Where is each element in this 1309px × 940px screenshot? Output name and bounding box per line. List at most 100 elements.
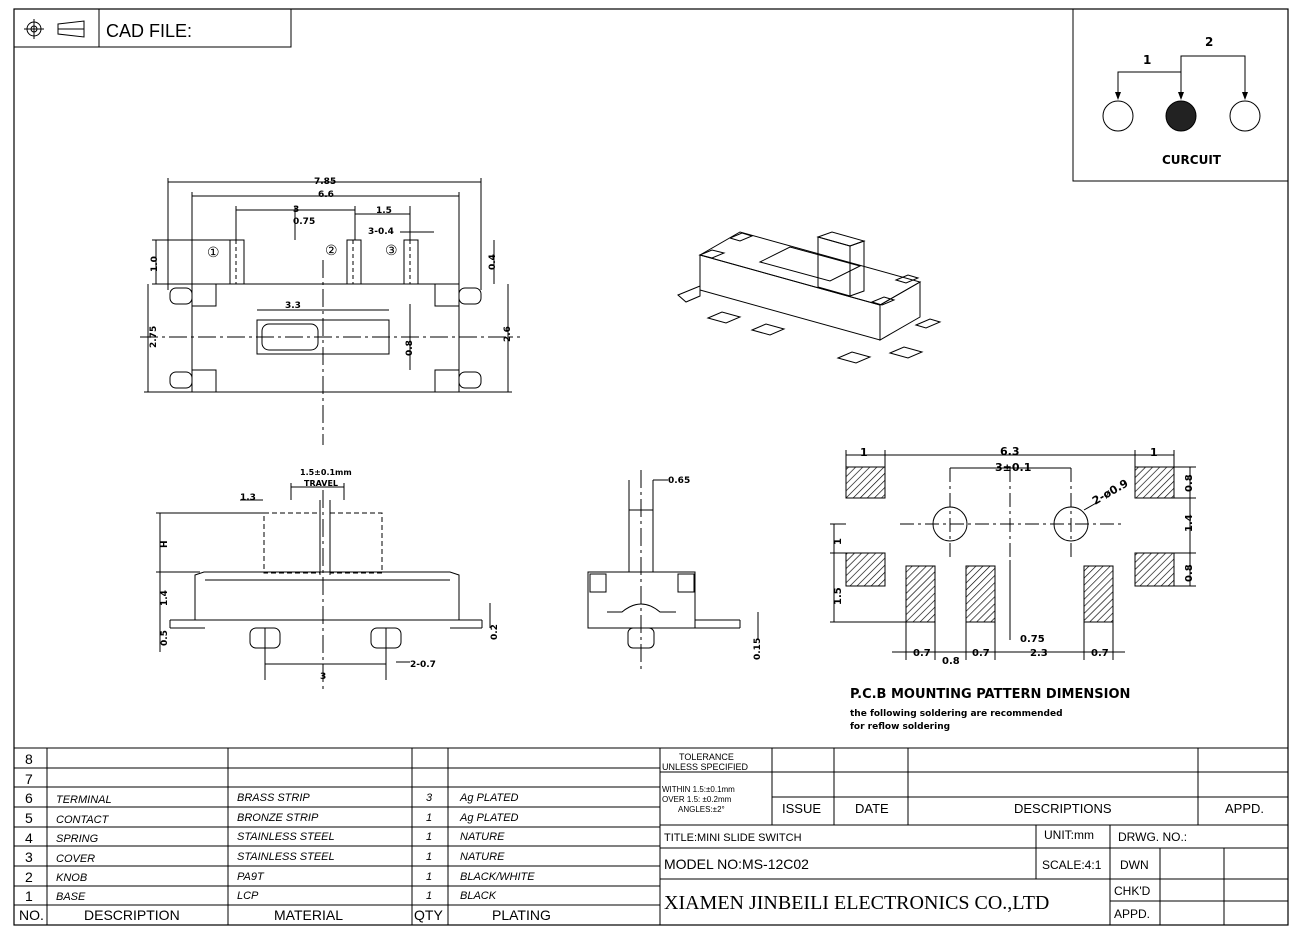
pcb-note-1: the following soldering are recommended <box>850 709 1063 719</box>
circuit-label: CURCUIT <box>1162 153 1222 167</box>
end-view-labels: 0.65 0.15 <box>668 476 763 660</box>
pcb-overall: 6.3 <box>1000 445 1020 458</box>
title-block <box>660 748 1288 925</box>
bom-row-mat: LCP <box>237 890 259 902</box>
model-number: MODEL NO:MS-12C02 <box>664 856 809 872</box>
pcb-pad-h-bottom: 0.8 <box>1184 564 1195 582</box>
pcb-row-offset: 1 <box>833 538 844 545</box>
bom-text: 8 7 6 TERMINAL BRASS STRIP 3 Ag PLATED 5… <box>19 751 551 923</box>
bom-row-qty: 3 <box>426 792 433 804</box>
circuit-contact-2 <box>1165 100 1197 132</box>
circuit-contact-3 <box>1229 100 1261 132</box>
bom-row-no: 8 <box>25 751 33 767</box>
sheet-border <box>13 8 1289 926</box>
pcb-pad-h-top: 0.8 <box>1184 474 1195 492</box>
descriptions-header: DESCRIPTIONS <box>1014 801 1112 816</box>
top-view-labels: 7.85 6.6 3 0.75 1.5 3-0.4 ① ② ③ 1.0 0.4 … <box>149 177 513 356</box>
projection-symbol-icon <box>24 19 85 39</box>
end-view <box>587 470 759 670</box>
pin-marker-1: ① <box>207 244 220 260</box>
dim-side-body-height: 1.4 <box>160 590 170 606</box>
isometric-view <box>677 231 942 364</box>
chkd-label: CHK'D <box>1114 884 1151 898</box>
side-view <box>156 483 491 690</box>
pcb-hole-dia: 2-ø0.9 <box>1090 477 1131 508</box>
scale-label: SCALE:4:1 <box>1042 858 1102 872</box>
top-view <box>140 178 520 445</box>
dim-terminal-height: 1.0 <box>150 256 160 272</box>
appd-header: APPD. <box>1225 801 1264 816</box>
tolerance-over: OVER 1.5: ±0.2mm <box>662 795 732 804</box>
pcb-hole-pitch: 3±0.1 <box>995 461 1031 474</box>
pcb-pad-height: 1.5 <box>833 587 844 605</box>
bom-row-desc: CONTACT <box>56 814 110 826</box>
dim-slot-length: 3.3 <box>285 301 301 311</box>
pcb-dim-6: 0.7 <box>1091 648 1109 659</box>
dwn-label: DWN <box>1120 858 1149 872</box>
dim-peg-diameter: 2-0.7 <box>410 660 436 670</box>
unit-label: UNIT:mm <box>1044 828 1094 842</box>
pcb-dim-5: 2.3 <box>1030 648 1048 659</box>
bom-row-qty: 1 <box>426 890 432 902</box>
dim-pitch: 3 <box>293 205 299 215</box>
bom-row-no: 1 <box>25 888 33 904</box>
pin-marker-2: ② <box>325 242 338 258</box>
side-view-labels: 1.5±0.1mm TRAVEL 1.3 H 1.4 0.5 0.2 2-0.7… <box>160 468 500 682</box>
bom-row-no: 3 <box>25 849 33 865</box>
dim-slot-width: 0.8 <box>405 340 415 356</box>
dim-stand-off: 0.5 <box>160 630 170 646</box>
dim-knob-height: H <box>160 540 170 548</box>
bom-row-plating: BLACK <box>460 890 497 902</box>
bom-row-qty: 1 <box>426 851 432 863</box>
circuit-diagram: 1 2 CURCUIT <box>1072 8 1289 182</box>
dim-body-width: 6.6 <box>318 190 334 200</box>
bom-row-desc: KNOB <box>56 872 87 884</box>
title-block-text: TOLERANCE UNLESS SPECIFIED WITHIN 1.5:±0… <box>662 752 1264 921</box>
bom-row-qty: 1 <box>426 831 432 843</box>
pin-marker-3: ③ <box>385 242 398 258</box>
pcb-pad-gap: 1.4 <box>1184 514 1195 532</box>
tolerance-label: TOLERANCE <box>679 752 734 762</box>
drawing-title: TITLE:MINI SLIDE SWITCH <box>664 832 802 844</box>
pcb-dim-4: 0.75 <box>1020 634 1045 645</box>
cad-header: CAD FILE: <box>13 8 292 48</box>
bom-row-plating: NATURE <box>460 851 505 863</box>
cad-file-label: CAD FILE: <box>106 21 192 41</box>
bom-row-mat: STAINLESS STEEL <box>237 831 335 843</box>
company-name: XIAMEN JINBEILI ELECTRONICS CO.,LTD <box>664 892 1049 914</box>
bom-row-mat: BRASS STRIP <box>237 792 310 804</box>
bom-row-desc: COVER <box>56 853 95 865</box>
bom-row-desc: SPRING <box>56 833 99 845</box>
pcb-dim-2: 0.8 <box>942 656 960 667</box>
pcb-dim-3: 0.7 <box>972 648 990 659</box>
dim-end-knob-width: 0.65 <box>668 476 690 486</box>
dim-travel-1: 1.5±0.1mm <box>300 468 352 477</box>
pcb-title: P.C.B MOUNTING PATTERN DIMENSION <box>850 687 1130 702</box>
bom-row-desc: BASE <box>56 891 86 903</box>
issue-header: ISSUE <box>782 801 821 816</box>
date-header: DATE <box>855 801 889 816</box>
dim-pin-width: 1.5 <box>376 206 392 216</box>
circuit-pin1-label: 1 <box>1143 53 1151 67</box>
dim-body-height: 2.6 <box>503 326 513 342</box>
bom-row-no: 5 <box>25 810 33 826</box>
bom-row-no: 7 <box>25 771 33 787</box>
bom-row-mat: STAINLESS STEEL <box>237 851 335 863</box>
dim-knob-width: 1.3 <box>240 493 256 503</box>
dim-side-terminal-thick: 0.2 <box>490 624 500 640</box>
dim-pin-thick: 3-0.4 <box>368 227 394 237</box>
bom-header-mat: MATERIAL <box>274 907 343 923</box>
pcb-dim-1: 0.7 <box>913 648 931 659</box>
dim-travel-2: TRAVEL <box>304 479 338 488</box>
bom-header-plating: PLATING <box>492 907 551 923</box>
bom-header-desc: DESCRIPTION <box>84 907 180 923</box>
dim-terminal-thick: 0.4 <box>488 254 498 270</box>
bom-row-no: 6 <box>25 790 33 806</box>
bom-row-plating: NATURE <box>460 831 505 843</box>
pcb-pad-width-left: 1 <box>860 446 868 459</box>
dim-peg-pitch: 3 <box>320 672 326 682</box>
tolerance-angles: ANGLES:±2° <box>678 805 725 814</box>
pcb-pattern <box>830 450 1196 660</box>
bom-row-qty: 1 <box>426 871 432 883</box>
